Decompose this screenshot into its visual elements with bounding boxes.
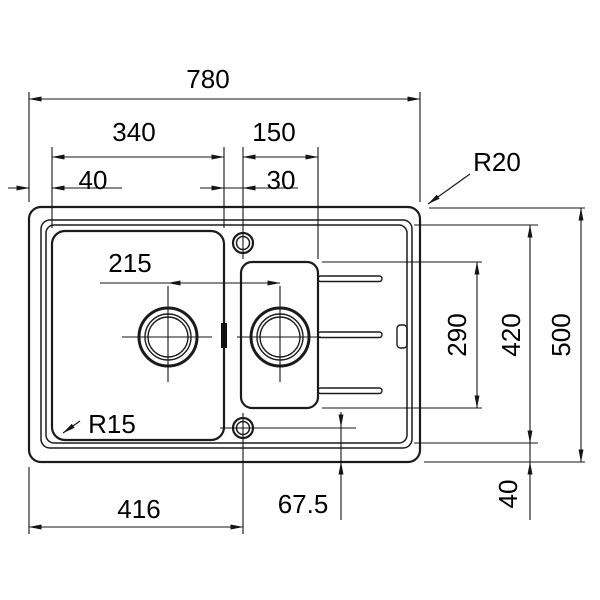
dim-label-r15: R15: [88, 409, 136, 439]
dim-label-420: 420: [496, 313, 526, 356]
dim-label-290: 290: [442, 313, 472, 356]
dim-label-340: 340: [112, 117, 155, 147]
divider-notch: [221, 323, 227, 348]
leader-r15: [62, 420, 81, 434]
dim-label-675: 67.5: [278, 489, 329, 519]
dimension-lines: [8, 96, 584, 530]
dim-label-150: 150: [252, 117, 295, 147]
centerlines: [122, 286, 356, 534]
drainboard: [317, 275, 408, 395]
dim-label-215: 215: [108, 248, 151, 278]
dim-label-780: 780: [186, 64, 229, 94]
dim-label-500: 500: [546, 313, 576, 356]
sink-rim-outer-line: [40, 219, 413, 449]
dim-label-30: 30: [267, 165, 296, 195]
dimension-labels: 780 340 150 40 30 R20 215 R15 290 420 50…: [79, 64, 576, 524]
dim-label-416: 416: [117, 494, 160, 524]
drainboard-groove: [317, 275, 383, 283]
dim-label-r20: R20: [473, 147, 521, 177]
dim-label-40-bottom: 40: [493, 480, 523, 509]
leader-r20: [427, 173, 471, 205]
drainboard-groove: [317, 387, 383, 395]
dim-label-40-left: 40: [79, 165, 108, 195]
drainboard-groove: [317, 331, 383, 339]
overflow-slot: [396, 324, 408, 349]
